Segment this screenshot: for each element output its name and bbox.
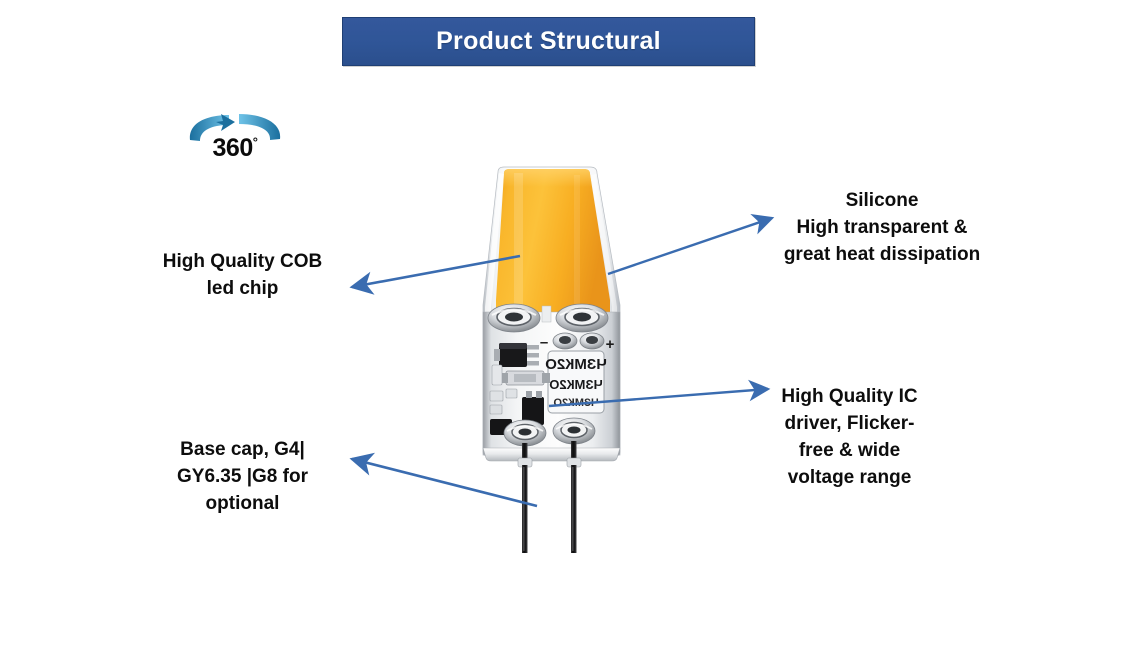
360-label: 360° (212, 134, 258, 162)
svg-text:+: + (606, 336, 615, 353)
rotation-arrow-icon (183, 112, 287, 148)
360-degree-rotation-badge: 360° (183, 112, 287, 168)
product-image-g4-led-bulb: ЧЗМК2О ЧЗМК2О ЧЗМК2О – + (470, 165, 635, 555)
callout-high-quality-cob-led-chip: High Quality COB led chip (162, 251, 323, 299)
callout-base-cap-options: Base cap, G4| GY6.35 |G8 for optional (177, 439, 308, 514)
svg-text:ЧЗМК2О: ЧЗМК2О (545, 356, 607, 373)
page-title: Product Structural (436, 27, 661, 55)
callout-high-quality-ic-driver: High Quality IC driver, Flicker- free & … (781, 386, 918, 488)
callout-silicone-transparent-heat-dissipation: Silicone High transparent & great heat d… (783, 190, 981, 265)
svg-text:ЧЗМК2О: ЧЗМК2О (549, 377, 602, 392)
svg-text:–: – (540, 334, 548, 351)
svg-text:ЧЗМК2О: ЧЗМК2О (553, 397, 599, 409)
page-title-banner: Product Structural (342, 17, 755, 66)
